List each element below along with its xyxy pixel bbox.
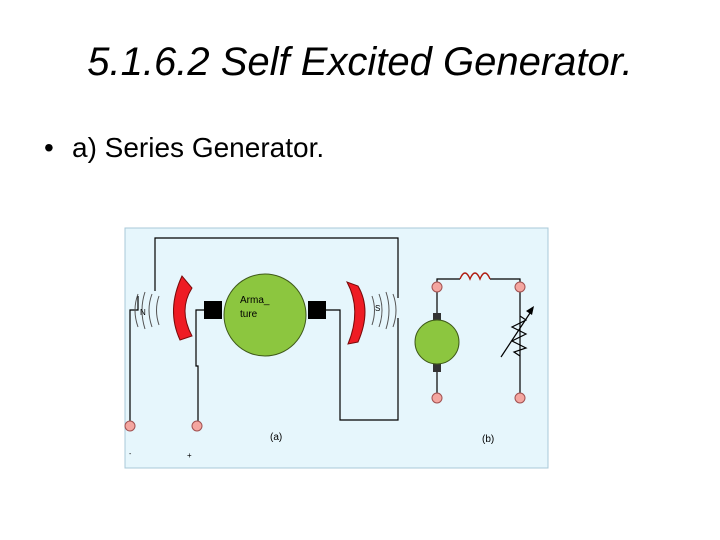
north-field-coil [134,291,160,330]
bullet-text: a) Series Generator. [72,132,325,163]
schematic-rheostat-arrow-head [526,306,534,315]
schematic-terminal-top-left [431,281,443,293]
armature-label-line2: ture [240,309,258,320]
armature-wire-right [326,309,399,421]
south-pole-shoe [345,281,366,345]
field-wire-top [154,237,399,298]
armature-label-line1: Arma_ [240,295,270,306]
schematic-armature [414,319,460,365]
armature [223,273,307,357]
north-pole-label: N [140,308,146,317]
schematic-terminal-top-right [514,281,526,293]
negative-terminal-mark: - [129,451,132,458]
armature-wire-left [195,309,204,424]
left-brush [204,301,222,319]
south-field-coil [371,291,397,330]
positive-terminal-mark: + [187,451,192,460]
diagram-panel [124,227,549,469]
right-brush [308,301,326,319]
schematic-rheostat [510,315,528,357]
positive-terminal [191,420,203,432]
schematic-rheostat-arrow-shaft [500,309,533,358]
schematic-terminal-bottom-right [514,392,526,404]
caption-a: (a) [270,432,282,443]
negative-terminal [124,420,136,432]
schematic-field-coil [459,272,491,281]
south-pole-label: S [375,304,380,313]
schematic-terminal-bottom-left [431,392,443,404]
schematic-brush-top [433,313,441,322]
slide-title: 5.1.6.2 Self Excited Generator. [87,40,633,84]
bullet-symbol: • [44,132,54,163]
field-wire-left [129,296,139,424]
bullet-item: • a) Series Generator. [44,132,324,164]
north-pole-shoe [172,275,193,341]
caption-b: (b) [482,434,494,445]
schematic-brush-bottom [433,363,441,372]
